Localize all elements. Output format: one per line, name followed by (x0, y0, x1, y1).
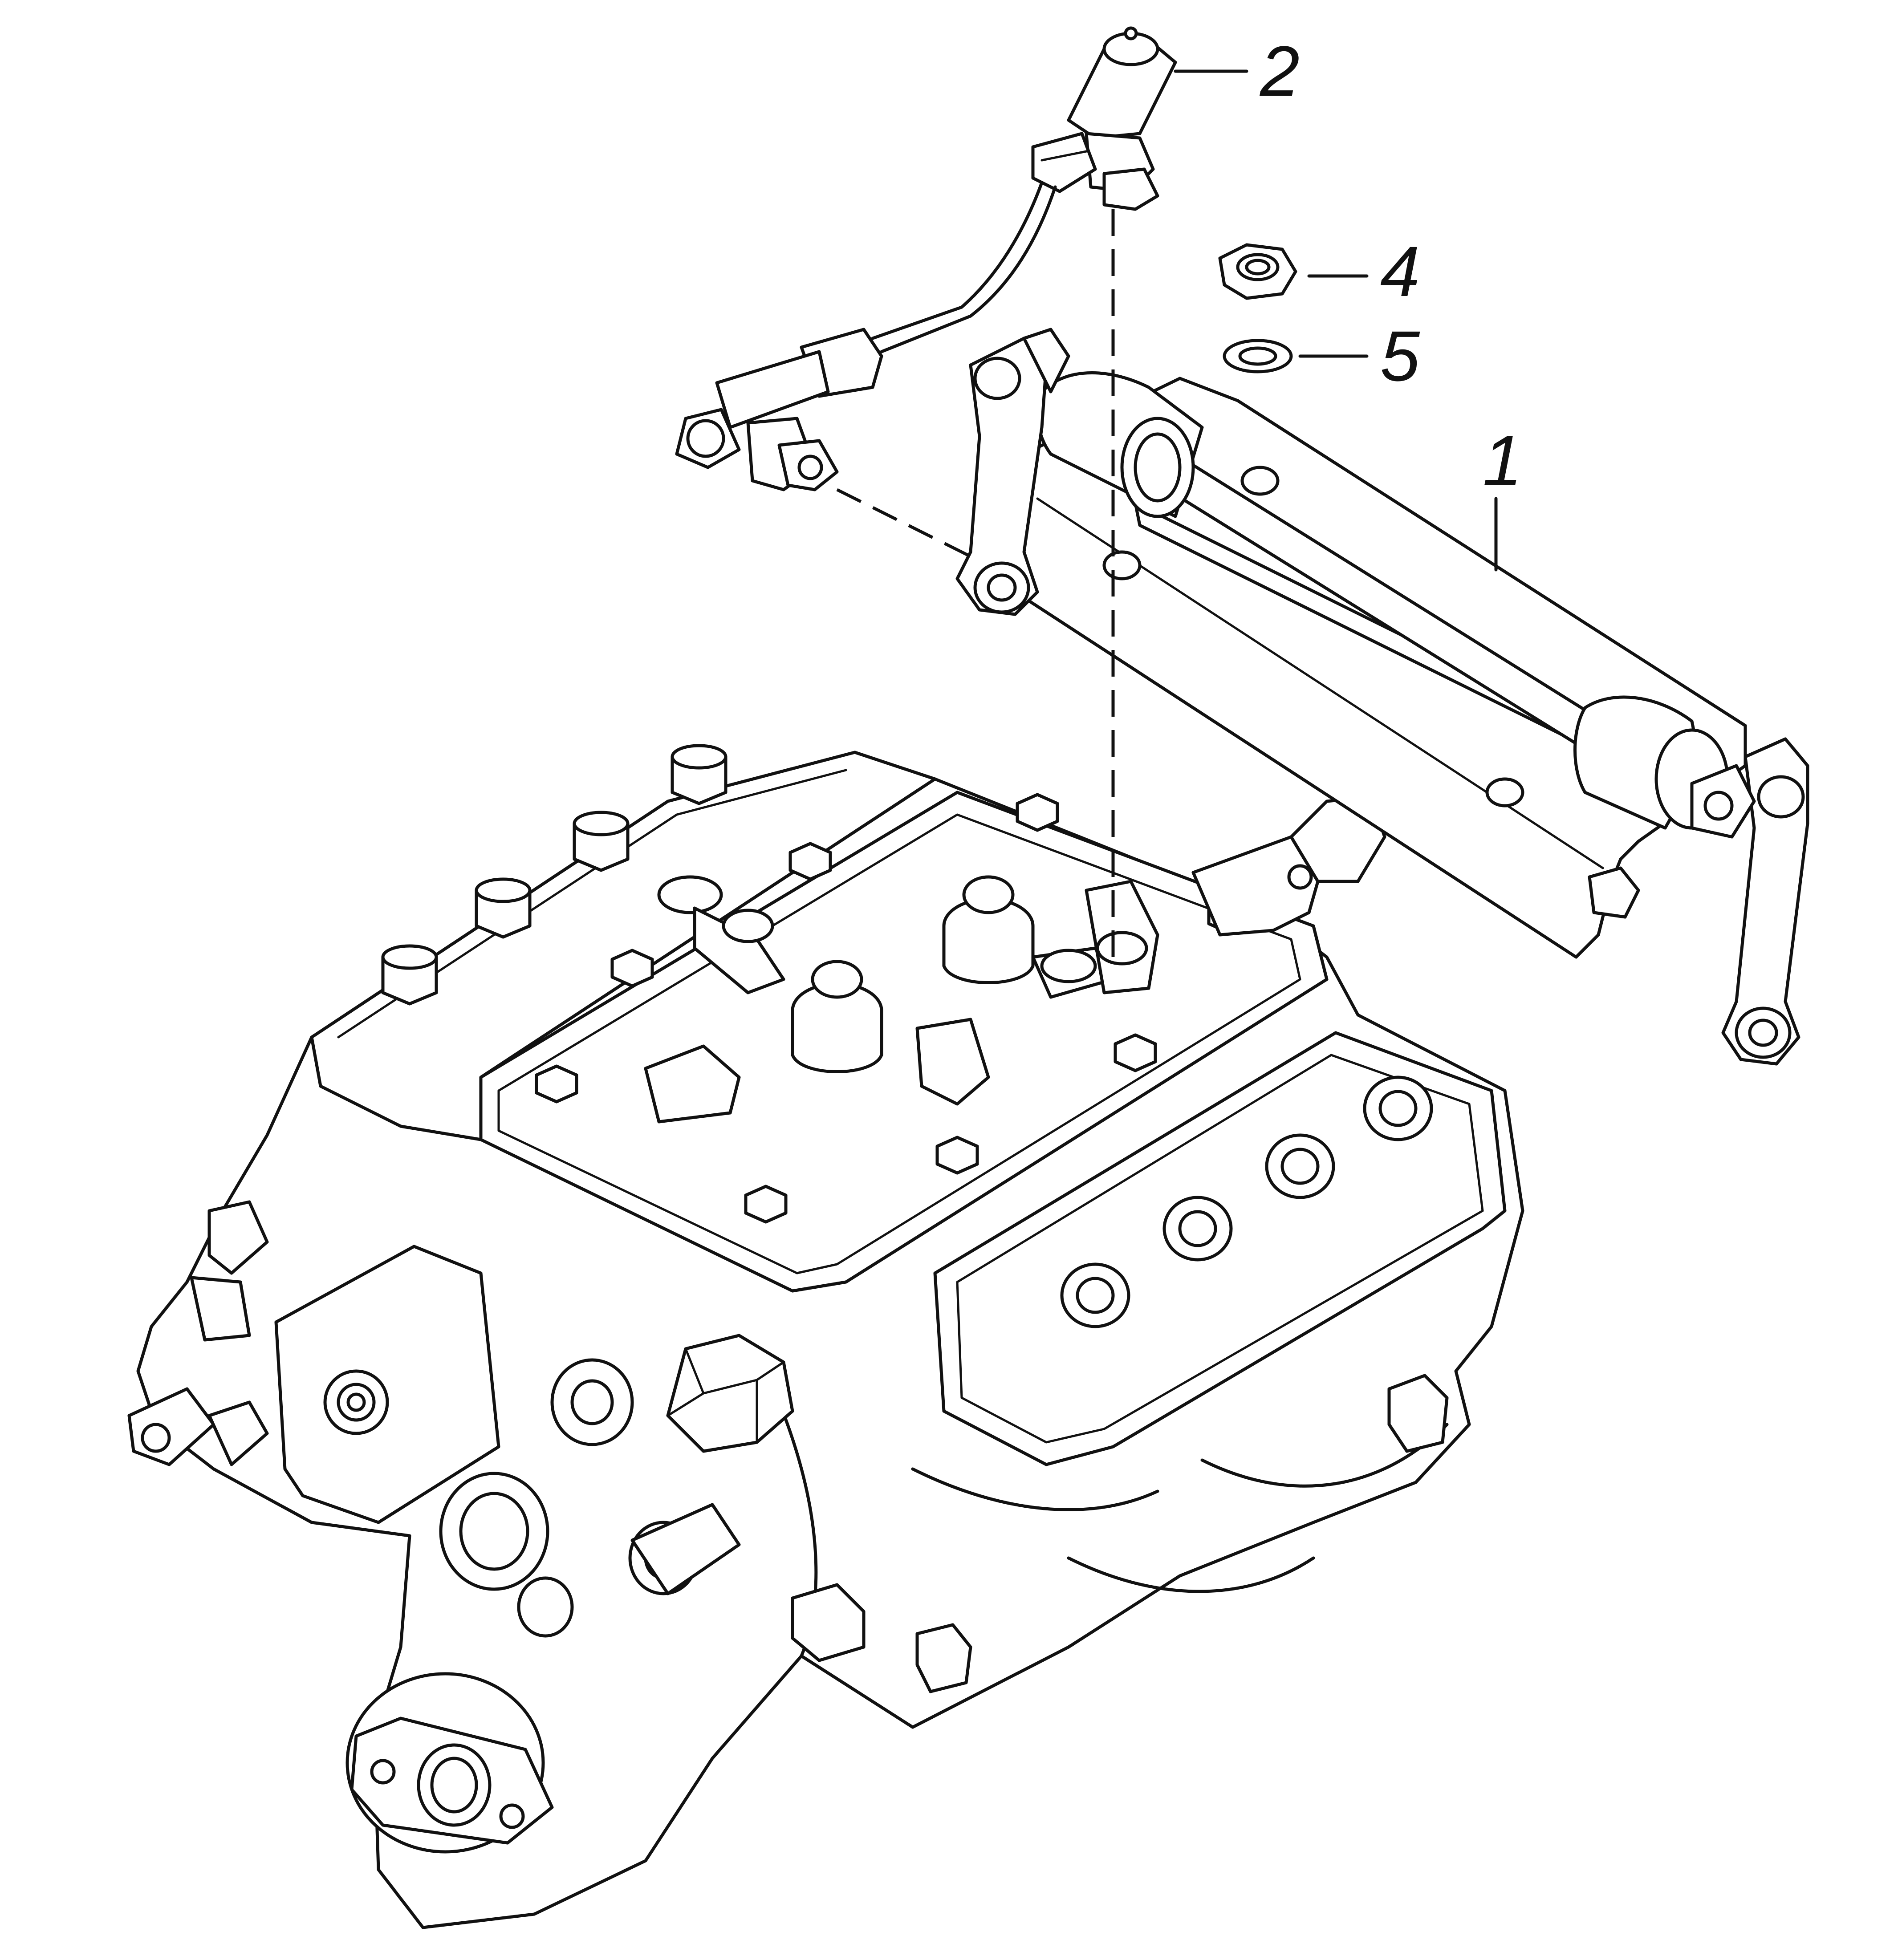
part-4-nut (1218, 243, 1297, 300)
callout-2-label: 2 (1260, 31, 1300, 111)
callout-5-label: 5 (1380, 316, 1420, 396)
fuel-pump-body (127, 751, 1524, 1929)
part-5-washer (1223, 339, 1293, 373)
callout-4-label: 4 (1380, 231, 1420, 311)
outlet-fitting (1191, 795, 1386, 937)
callout-1-label: 1 (1483, 421, 1522, 500)
valve-block-ports (1060, 1075, 1433, 1328)
part-1-cylinder-assembly (955, 328, 1809, 1066)
leader-lines (1174, 69, 1498, 572)
injector-cap-nuts (381, 744, 727, 1006)
assembly-center-lines (836, 209, 1115, 970)
part-2-fuel-line-assembly (675, 26, 1177, 491)
governor-linkage (644, 875, 1159, 1124)
